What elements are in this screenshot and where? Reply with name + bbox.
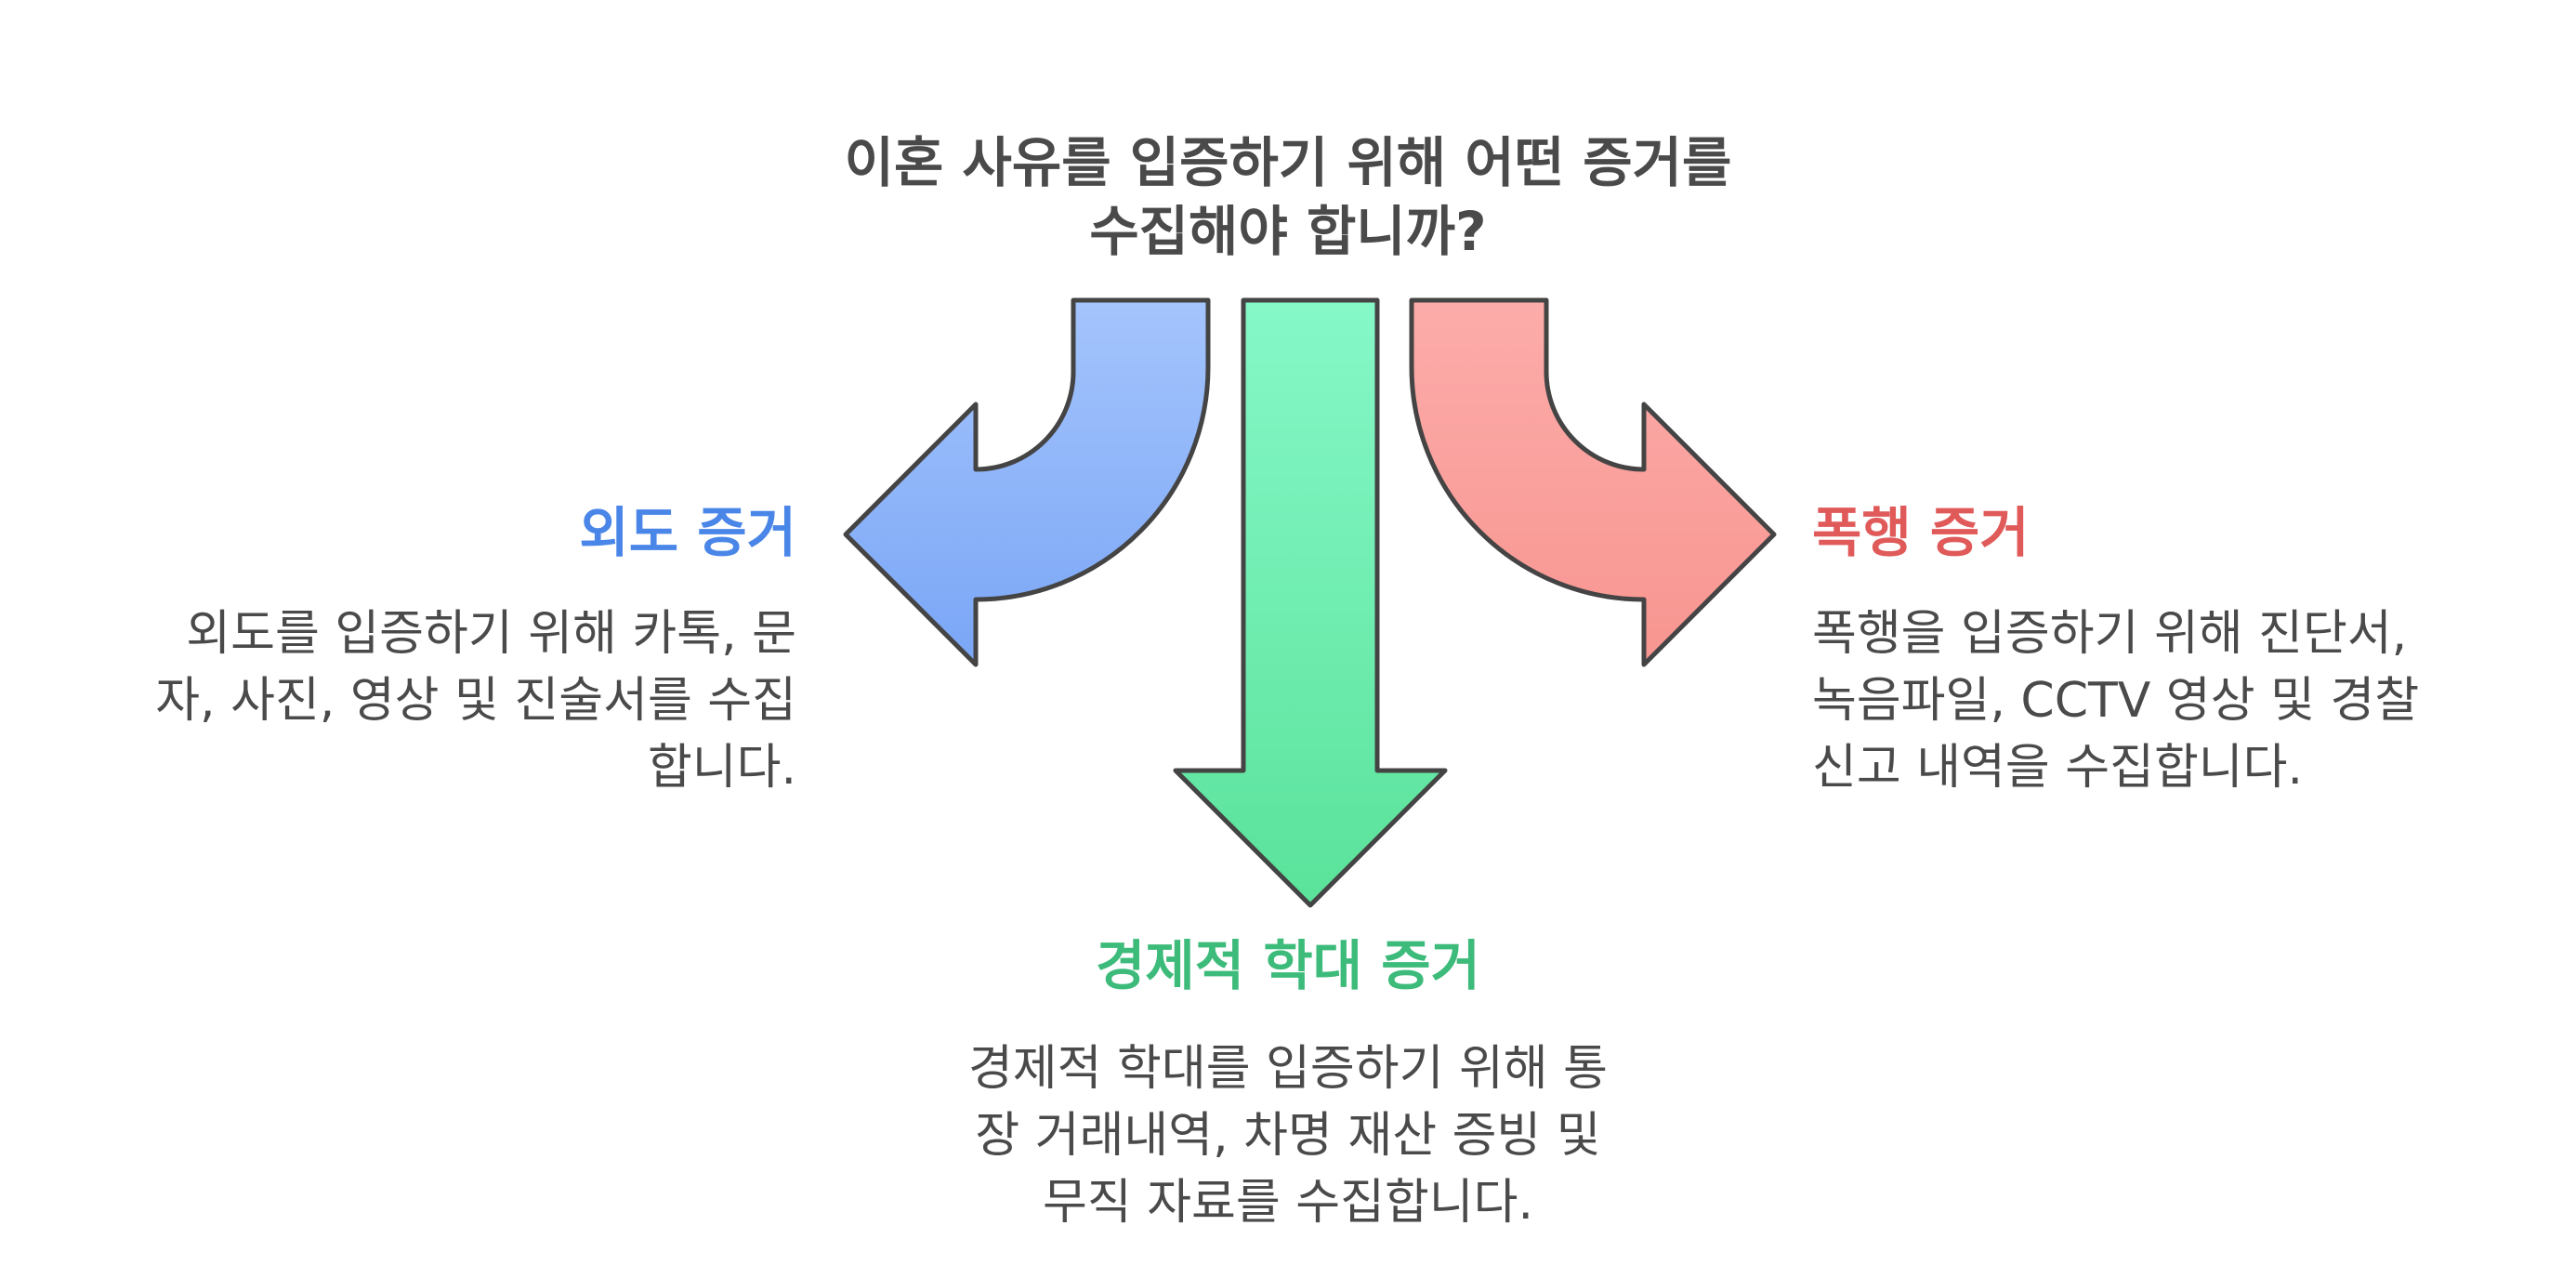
description-line: 무직 자료를 수집합니다. xyxy=(1043,1175,1533,1231)
description-line: 신고 내역을 수집합니다. xyxy=(1812,740,2303,796)
left-arrow-shape xyxy=(843,297,1211,667)
infidelity-evidence-description: 외도를 입증하기 위해 카톡, 문 자, 사진, 영상 및 진술서를 수집 합니… xyxy=(155,600,796,801)
assault-evidence-heading: 폭행 증거 xyxy=(1812,501,2030,564)
description-line: 합니다. xyxy=(647,740,796,796)
description-line: 외도를 입증하기 위해 카톡, 문 xyxy=(186,606,796,662)
description-line: 장 거래내역, 차명 재산 증빙 및 xyxy=(975,1108,1601,1164)
title-line-2: 수집해야 합니까? xyxy=(1089,200,1487,263)
description-line: 폭행을 입증하기 위해 진단서, xyxy=(1812,606,2408,662)
description-line: 녹음파일, CCTV 영상 및 경찰 xyxy=(1812,673,2420,729)
assault-evidence-description: 폭행을 입증하기 위해 진단서, 녹음파일, CCTV 영상 및 경찰 신고 내… xyxy=(1812,600,2419,801)
title-line-1: 이혼 사유를 입증하기 위해 어떤 증거를 xyxy=(844,131,1732,194)
right-arrow-shape xyxy=(1409,297,1777,667)
center-arrow-shape xyxy=(1173,297,1448,908)
infidelity-evidence-heading: 외도 증거 xyxy=(579,501,796,564)
economic-abuse-evidence-heading: 경제적 학대 증거 xyxy=(1096,934,1480,997)
description-line: 경제적 학대를 입증하기 위해 통 xyxy=(967,1041,1609,1097)
description-line: 자, 사진, 영상 및 진술서를 수집 xyxy=(155,673,796,729)
diagram-title: 이혼 사유를 입증하기 위해 어떤 증거를 수집해야 합니까? xyxy=(730,128,1846,266)
economic-abuse-evidence-description: 경제적 학대를 입증하기 위해 통 장 거래내역, 차명 재산 증빙 및 무직 … xyxy=(730,1035,1846,1236)
